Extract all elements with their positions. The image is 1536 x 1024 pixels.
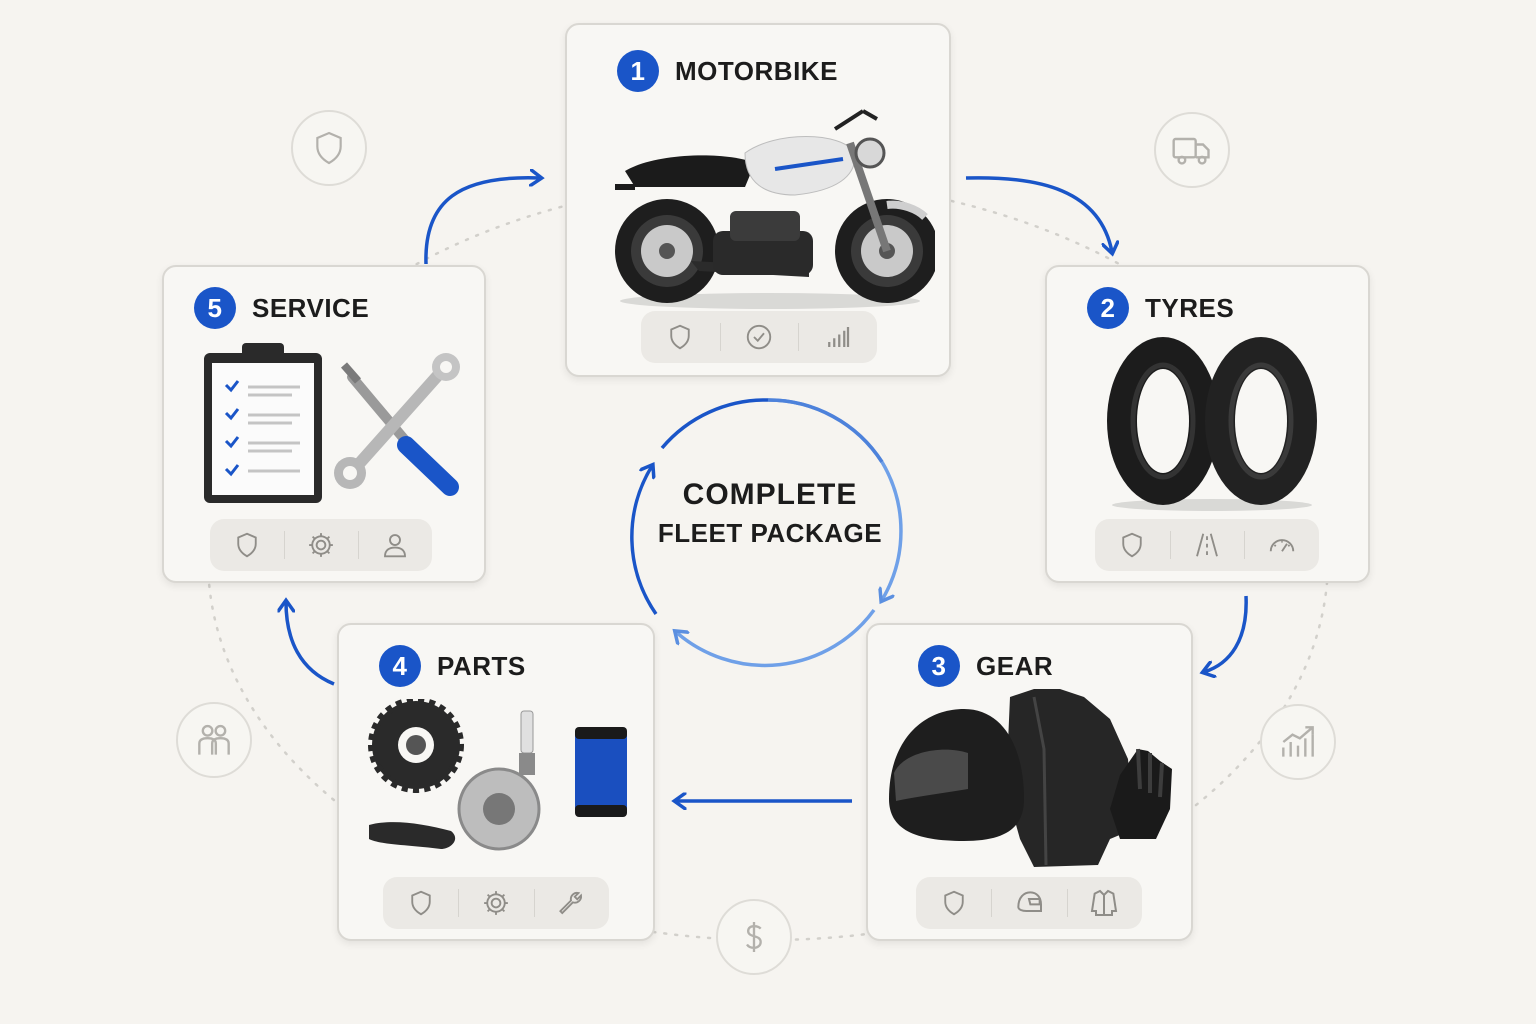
card-title: GEAR <box>976 650 1054 681</box>
card-header: 4 PARTS <box>379 645 526 687</box>
gear-icon <box>484 891 508 915</box>
cycle-arc-bottom <box>676 608 876 668</box>
service-image <box>204 343 460 503</box>
hub-line-2: FLEET PACKAGE <box>657 518 883 548</box>
card-service[interactable]: 5 SERVICE <box>162 265 486 583</box>
road-icon <box>1196 533 1218 557</box>
feature-icon-bar <box>210 519 432 571</box>
card-motorbike[interactable]: 1 MOTORBIKE <box>565 23 951 377</box>
wrench-icon <box>559 891 583 915</box>
step-number-badge: 5 <box>194 287 236 329</box>
card-header: 5 SERVICE <box>194 287 369 329</box>
speedometer-icon <box>1269 539 1294 552</box>
shield-icon <box>943 890 964 916</box>
card-title: MOTORBIKE <box>675 55 838 86</box>
shield-icon <box>410 890 431 916</box>
tyres-image <box>1107 337 1317 511</box>
arrow-parts-to-service <box>286 602 335 686</box>
shield-icon <box>237 532 257 558</box>
card-parts[interactable]: 4 PARTS <box>337 623 655 941</box>
dollar-icon <box>746 922 762 952</box>
card-tyres[interactable]: 2 TYRES <box>1045 265 1370 583</box>
feature-icon-bar <box>916 877 1142 929</box>
orbit-shield <box>291 110 367 186</box>
orbit-growth <box>1260 704 1336 780</box>
growth-chart-icon <box>1282 726 1314 757</box>
arrow-motorbike-to-tyres <box>965 176 1112 252</box>
orbit-truck <box>1154 112 1230 188</box>
people-icon <box>198 724 230 755</box>
card-title: TYRES <box>1145 292 1235 323</box>
cycle-arc-top <box>767 398 884 463</box>
truck-icon <box>1172 137 1210 165</box>
step-number-badge: 3 <box>918 645 960 687</box>
shield-icon <box>316 131 342 165</box>
gear-icon <box>309 533 333 557</box>
card-title: PARTS <box>437 650 526 681</box>
card-header: 1 MOTORBIKE <box>617 50 838 92</box>
gear-image <box>889 689 1172 867</box>
motorbike-image <box>615 109 935 309</box>
step-number-badge: 2 <box>1087 287 1129 329</box>
shield-icon <box>1122 532 1143 558</box>
hub-label: COMPLETE FLEET PACKAGE <box>620 478 920 549</box>
cycle-arc-topleft <box>660 398 769 450</box>
shield-icon <box>670 324 691 350</box>
cycle-arc-left <box>630 466 658 615</box>
hub-line-1: COMPLETE <box>682 478 858 511</box>
feature-icon-bar <box>641 311 877 363</box>
user-icon <box>384 534 406 558</box>
orbit-people <box>176 702 252 778</box>
step-number-badge: 1 <box>617 50 659 92</box>
signal-bars-icon <box>827 327 849 347</box>
card-header: 2 TYRES <box>1087 287 1234 329</box>
cycle-arc-right <box>882 461 903 600</box>
card-title: SERVICE <box>252 292 370 323</box>
arrow-tyres-to-gear <box>1204 595 1248 672</box>
helmet-icon <box>1017 891 1042 912</box>
parts-image <box>368 699 627 851</box>
card-header: 3 GEAR <box>918 645 1053 687</box>
step-number-badge: 4 <box>379 645 421 687</box>
feature-icon-bar <box>383 877 609 929</box>
card-gear[interactable]: 3 GEAR <box>866 623 1193 941</box>
orbit-dollar <box>716 899 792 975</box>
jacket-icon <box>1091 889 1118 916</box>
arrow-service-to-motorbike <box>424 178 540 265</box>
check-circle-icon <box>746 324 772 350</box>
feature-icon-bar <box>1095 519 1319 571</box>
